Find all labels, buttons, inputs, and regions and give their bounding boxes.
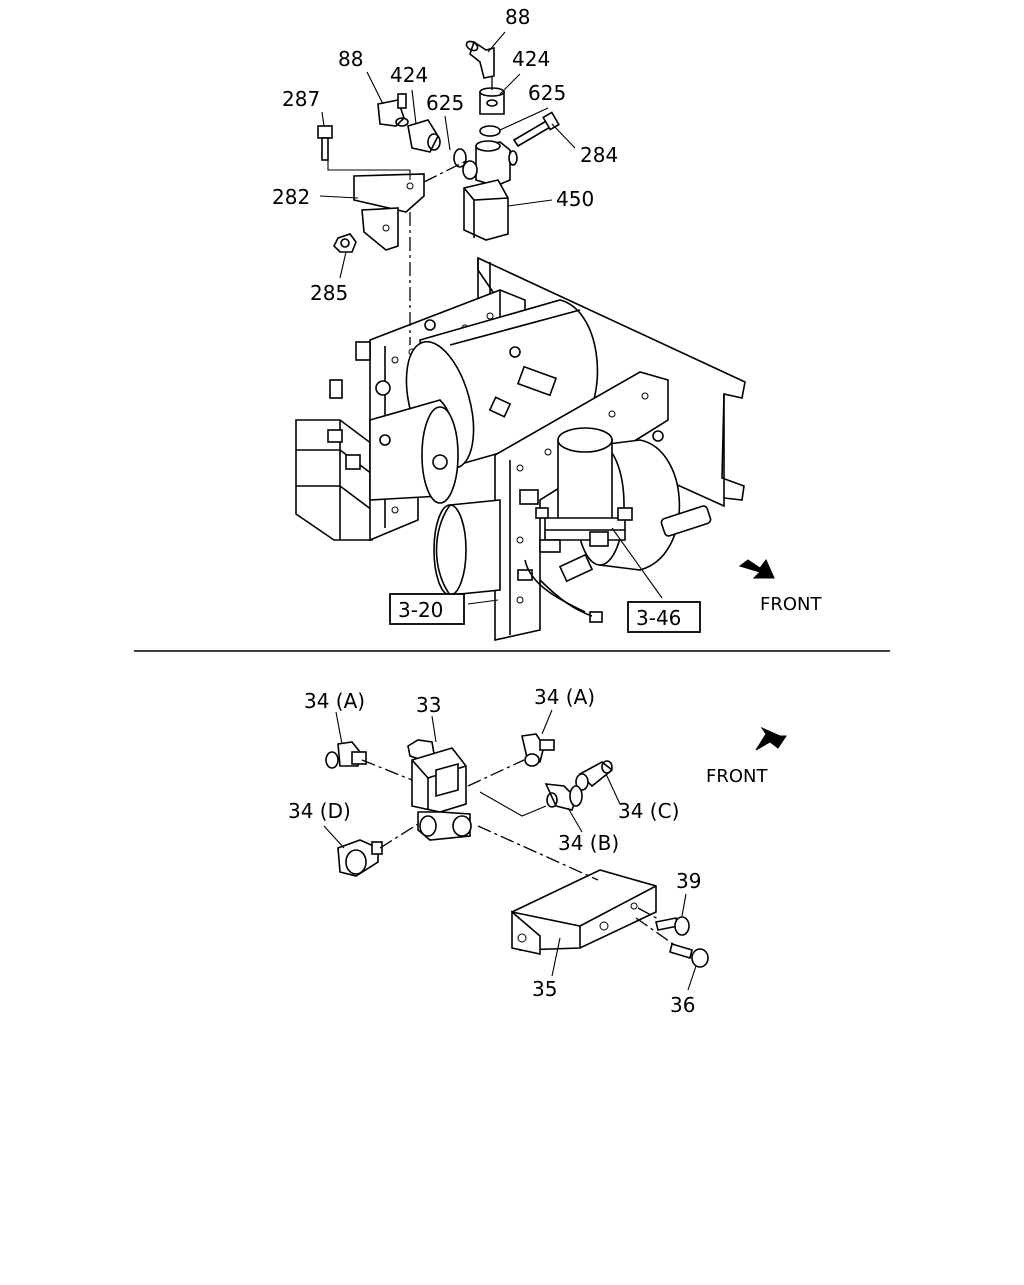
leader-lines [319,31,663,605]
air-tank-small-left [369,399,459,504]
fitting-34c [575,760,614,791]
callout-625-upper: 625 [528,81,566,105]
callout-34a-right: 34 (A) [534,685,595,709]
callout-285: 285 [310,281,348,305]
callout-34b: 34 (B) [558,831,619,855]
reference-box-3-46[interactable]: 3-46 [627,601,701,633]
elbow-fitting-88-upper [465,40,495,79]
small-fittings [327,319,712,623]
callout-625-left: 625 [426,91,464,115]
fitting-34b [544,783,583,811]
fitting-34a-right [521,733,555,767]
fitting-34a-left [325,741,367,769]
fitting-34d [337,839,383,877]
bolt-36 [669,942,709,968]
solenoid-valve-450 [462,140,518,241]
callout-35: 35 [532,977,557,1001]
front-arrow-bottom-icon [755,726,787,751]
adapter-424-upper [479,87,505,115]
front-label-top: FRONT [760,594,822,615]
callout-424-left: 424 [390,63,428,87]
reference-box-3-20[interactable]: 3-20 [389,593,465,625]
callout-424-upper: 424 [512,47,550,71]
bottom-leader-lines [323,709,697,991]
callout-88-left: 88 [338,47,363,71]
assembly-guide-lines [327,76,493,345]
callout-34d: 34 (D) [288,799,351,823]
callout-36: 36 [670,993,695,1017]
bolt-39 [655,916,690,936]
nut-285 [333,233,357,253]
elbow-fitting-88-left [377,93,409,127]
bottom-assembly: 34 (A) 33 34 (A) 34 (D) 34 (C) 34 (B) 39… [288,685,787,1017]
adapter-424-left [407,119,441,153]
callout-34a-left: 34 (A) [304,689,365,713]
valve-body-33 [407,739,472,841]
front-label-bottom: FRONT [706,766,768,787]
top-assembly: 88 424 88 424 625 625 287 284 282 450 28… [272,5,822,641]
callout-34c: 34 (C) [618,799,679,823]
bolt-284 [512,111,560,148]
reference-3-20: 3-20 [398,598,443,622]
exploded-parts [317,40,560,253]
callout-284: 284 [580,143,618,167]
reference-3-46: 3-46 [636,606,681,630]
callout-39: 39 [676,869,701,893]
bracket-282 [353,173,425,251]
bracket-35 [511,869,657,955]
callout-450: 450 [556,187,594,211]
callout-287: 287 [282,87,320,111]
air-tank-lower [433,499,501,596]
callout-33: 33 [416,693,441,717]
callout-282: 282 [272,185,310,209]
front-arrow-icon [738,559,775,579]
callout-88-upper: 88 [505,5,530,29]
bottom-guide-lines [361,759,677,947]
washer-625-upper [479,125,501,137]
bolt-287 [317,125,333,161]
